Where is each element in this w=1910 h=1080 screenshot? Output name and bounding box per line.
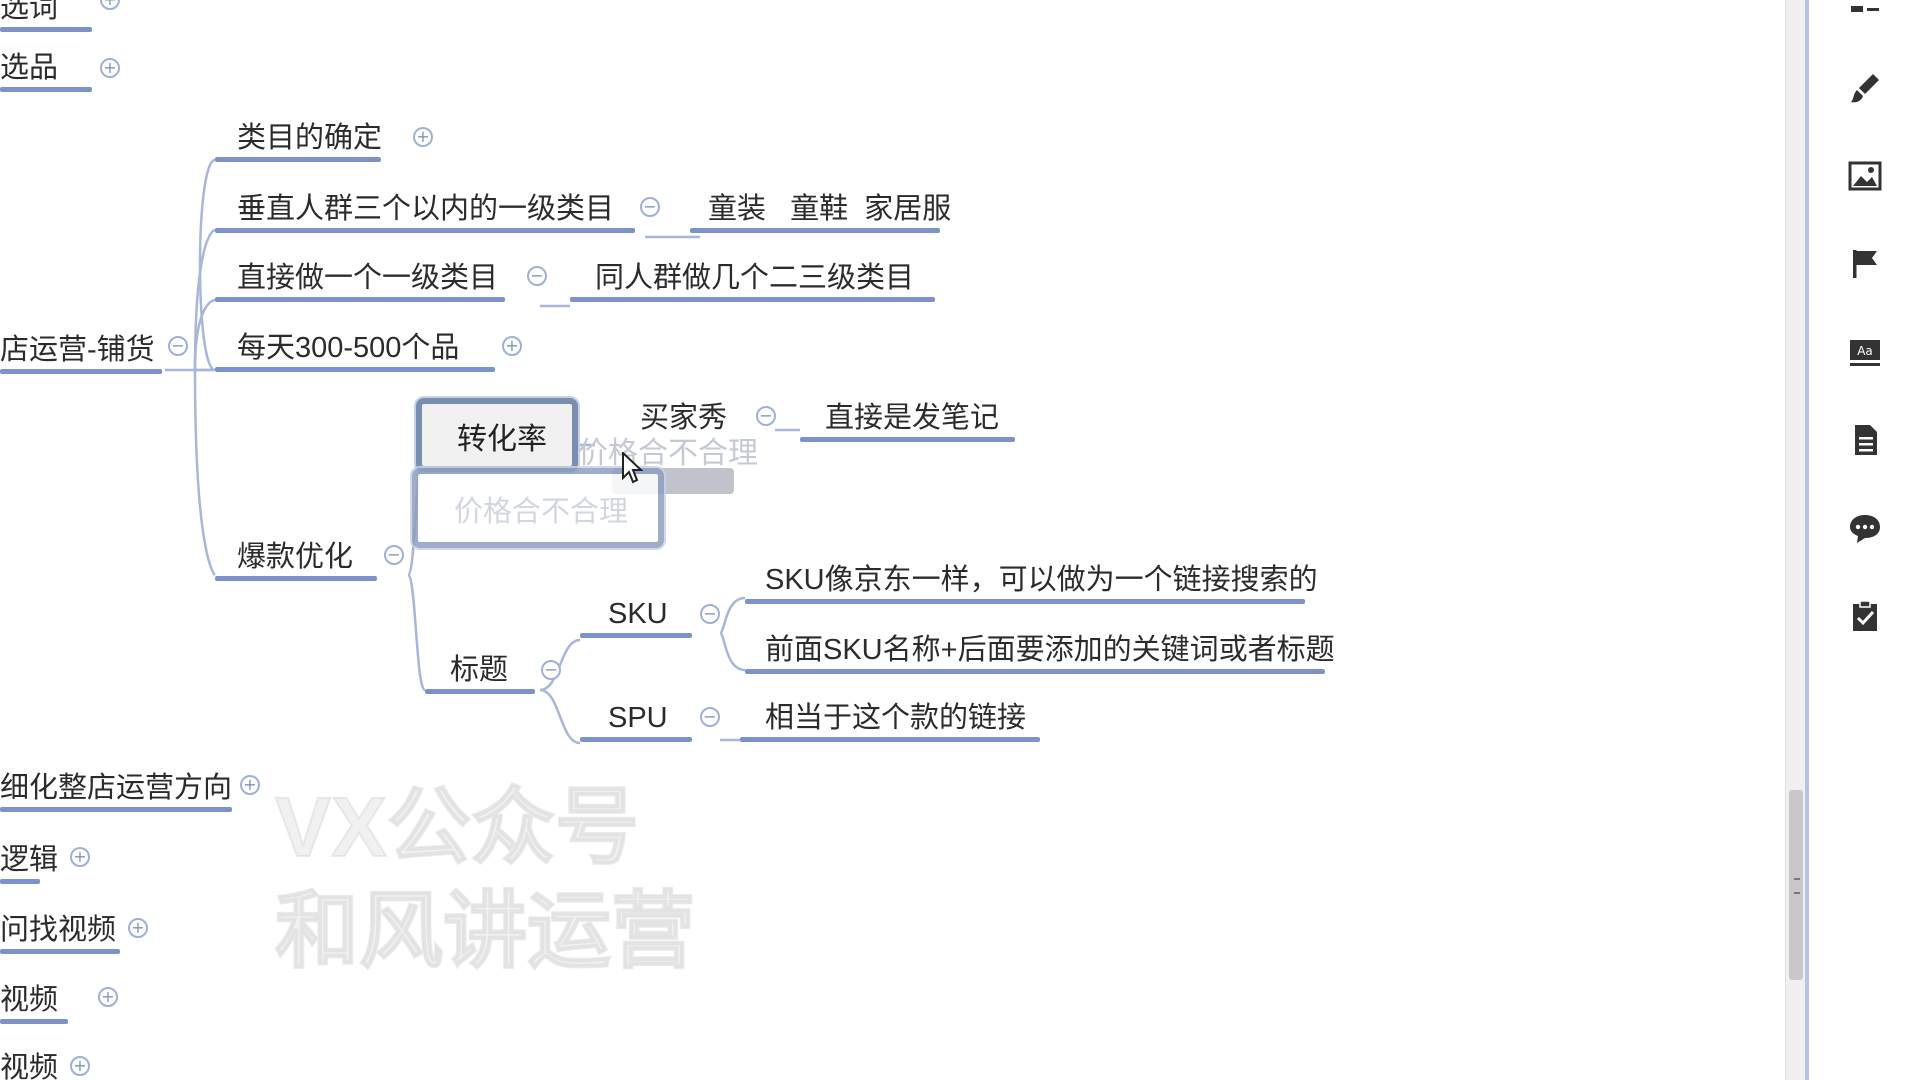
expand-toggle[interactable]: + <box>413 127 433 147</box>
vertical-scrollbar[interactable] <box>1785 0 1806 1080</box>
image-icon[interactable] <box>1847 158 1883 194</box>
collapse-toggle[interactable]: − <box>640 197 660 217</box>
node-sku[interactable]: SKU <box>580 594 692 638</box>
node-daily-products[interactable]: 每天300-500个品 <box>215 328 495 372</box>
branch-logic[interactable]: 逻辑 <box>0 840 58 884</box>
collapse-toggle[interactable]: − <box>700 604 720 624</box>
brush-icon[interactable] <box>1847 70 1883 106</box>
branch-store-operation[interactable]: 店运营-铺货 <box>0 330 162 374</box>
scroll-thumb[interactable] <box>1789 790 1803 980</box>
text-style-icon[interactable]: Aa <box>1847 334 1883 370</box>
node-vertical-audience[interactable]: 垂直人群三个以内的一级类目 <box>215 189 635 233</box>
branch-select-keyword[interactable]: 选词 <box>0 0 92 32</box>
collapse-toggle[interactable]: − <box>700 707 720 727</box>
expand-toggle[interactable]: + <box>70 847 90 867</box>
branch-select-product[interactable]: 选品 <box>0 48 92 92</box>
dragging-node-ghost: 价格合不合理 <box>578 437 758 470</box>
node-conversion-rate-selected[interactable]: 转化率 <box>416 398 578 472</box>
collapse-toggle[interactable]: − <box>168 336 188 356</box>
node-spu[interactable]: SPU <box>580 698 692 742</box>
expand-toggle[interactable]: + <box>100 58 120 78</box>
mindmap-canvas[interactable]: 选词 + 选品 + 店运营-铺货 − 类目的确定 + 垂直人群三个以内的一级类目… <box>0 0 1785 1080</box>
node-sku-naming[interactable]: 前面SKU名称+后面要添加的关键词或者标题 <box>745 630 1335 674</box>
branch-video-2[interactable]: 视频 <box>0 1052 59 1080</box>
expand-toggle[interactable]: + <box>240 775 260 795</box>
node-spu-desc[interactable]: 相当于这个款的链接 <box>740 698 1040 742</box>
svg-text:Aa: Aa <box>1857 344 1873 358</box>
node-title[interactable]: 标题 <box>425 650 535 694</box>
outline-icon[interactable] <box>1847 0 1883 24</box>
node-post-notes[interactable]: 直接是发笔记 <box>800 398 1015 442</box>
expand-toggle[interactable]: + <box>128 918 148 938</box>
task-icon[interactable] <box>1847 598 1883 634</box>
node-subcategories[interactable]: 同人群做几个二三级类目 <box>570 258 935 302</box>
node-kids-clothing[interactable]: 童装 童鞋 家居服 <box>690 189 951 233</box>
node-one-primary-category[interactable]: 直接做一个一级类目 <box>215 258 505 302</box>
document-icon[interactable] <box>1847 422 1883 458</box>
scroll-grip-icon <box>1794 878 1800 894</box>
right-toolbar: Aa <box>1805 0 1910 1080</box>
collapse-toggle[interactable]: − <box>384 545 404 565</box>
flag-icon[interactable] <box>1847 246 1883 282</box>
mouse-cursor-icon <box>622 450 644 489</box>
branch-refine-direction[interactable]: 细化整店运营方向 <box>0 768 232 812</box>
collapse-toggle[interactable]: − <box>756 406 776 426</box>
node-sku-desc[interactable]: SKU像京东一样，可以做为一个链接搜索的 <box>745 560 1318 604</box>
expand-toggle[interactable]: + <box>70 1056 90 1076</box>
node-category-confirm[interactable]: 类目的确定 <box>215 118 382 162</box>
collapse-toggle[interactable]: − <box>527 266 547 286</box>
expand-toggle[interactable]: + <box>502 336 522 356</box>
node-edit-input[interactable]: 价格合不合理 <box>412 468 664 548</box>
comment-icon[interactable] <box>1847 510 1883 546</box>
branch-find-video[interactable]: 问找视频 <box>0 910 120 954</box>
node-buyer-show[interactable]: 买家秀 <box>640 402 728 434</box>
collapse-toggle[interactable]: − <box>541 660 561 680</box>
branch-video[interactable]: 视频 <box>0 980 68 1024</box>
expand-toggle[interactable]: + <box>98 987 118 1007</box>
node-hot-item-optimization[interactable]: 爆款优化 <box>215 537 377 581</box>
